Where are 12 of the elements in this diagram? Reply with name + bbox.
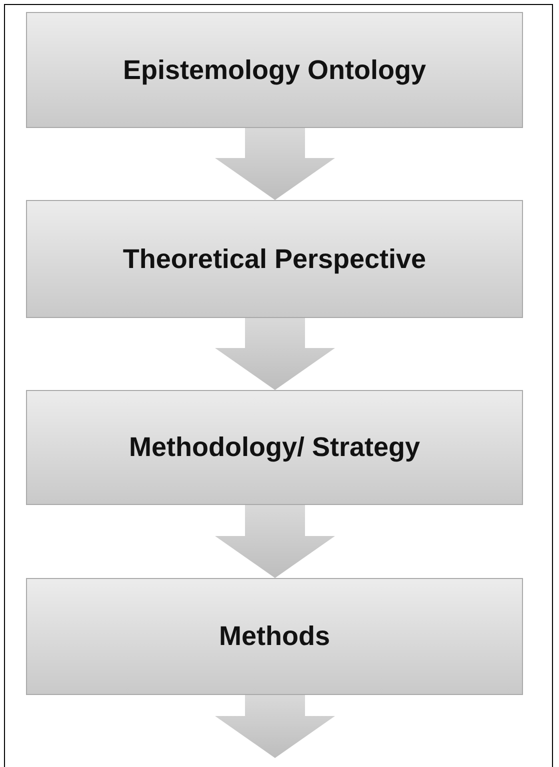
process-box bbox=[26, 12, 523, 128]
block-arrow bbox=[215, 128, 335, 200]
box-label: Epistemology Ontology bbox=[122, 54, 426, 86]
box-label: Methods bbox=[219, 621, 330, 652]
block-arrow bbox=[215, 318, 335, 390]
box-label: Methodology/ Strategy bbox=[128, 432, 420, 463]
process-box bbox=[26, 200, 523, 318]
process-box bbox=[26, 390, 523, 505]
block-arrow bbox=[215, 505, 335, 578]
process-box bbox=[26, 578, 523, 695]
block-arrow bbox=[215, 695, 335, 758]
box-label: Theoretical Perspective bbox=[122, 244, 426, 274]
